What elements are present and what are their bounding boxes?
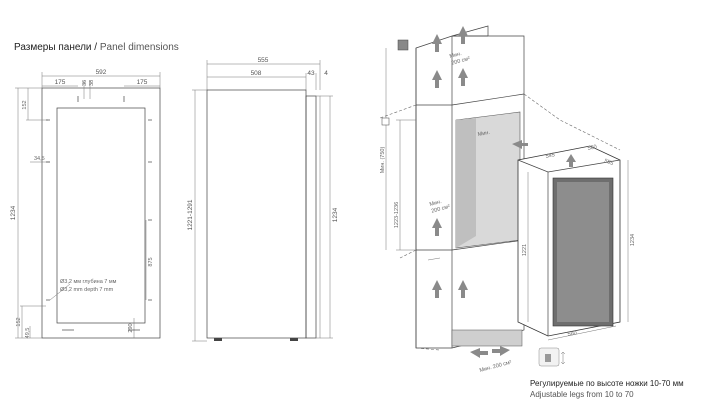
- dim-508: 508: [251, 70, 262, 77]
- niche-min-label: Мин.: [477, 130, 491, 138]
- dim-38: 38: [89, 80, 95, 86]
- legs-note-ru: Регулируемые по высоте ножки 10-70 мм: [530, 379, 684, 388]
- dim-36: 36: [82, 80, 88, 86]
- vent-grille-icon: [397, 39, 409, 51]
- dim-1234-front: 1234: [10, 205, 17, 220]
- min-area-mid: Мин.200 см²: [429, 197, 451, 215]
- dim-min-750: Мин. (750): [380, 147, 386, 174]
- dim-34-5: 34,5: [34, 156, 45, 162]
- dim-1234-side: 1234: [332, 207, 339, 222]
- dim-1221: 1221: [522, 244, 528, 256]
- dim-1234-install: 1234: [630, 234, 636, 246]
- title-en: Panel dimensions: [99, 42, 179, 53]
- hole-note-ru: Ø3,2 мм глубина 7 мм: [60, 279, 117, 285]
- dim-152-bottom: 152: [16, 317, 22, 326]
- dim-152-top: 152: [22, 100, 28, 109]
- min-area-top: Мин.200 см²: [449, 49, 471, 67]
- level-marker-icon: [381, 117, 390, 126]
- front-panel-outline: [41, 87, 161, 339]
- adjustable-legs-note: Регулируемые по высоте ножки 10-70 мм Ad…: [530, 378, 684, 400]
- airflow-arrows: [432, 26, 576, 358]
- dim-49-5: 49,5: [25, 328, 31, 339]
- installation-view: Мин.200 см² Мин.200 см² Мин. 200 см² Мин…: [379, 25, 636, 374]
- dim-290: 290: [128, 323, 134, 332]
- title-separator: /: [91, 42, 100, 53]
- panel-dimensions-title: Размеры панели / Panel dimensions: [14, 42, 179, 53]
- title-ru: Размеры панели: [14, 42, 92, 53]
- hole-note-en: Ø3,2 mm depth 7 mm: [60, 287, 114, 293]
- dim-555-side: 555: [258, 57, 269, 64]
- dim-1221-1291: 1221-1291: [187, 199, 194, 230]
- dim-875: 875: [148, 257, 154, 266]
- dim-175-left: 175: [55, 79, 66, 86]
- dim-560-bottom: 560: [567, 330, 577, 338]
- dim-4: 4: [324, 70, 328, 77]
- front-panel-view: 592 175 175 36 38 1234 152 34,5: [10, 69, 161, 339]
- dim-555-install: 555: [603, 158, 614, 167]
- dim-545: 545: [545, 152, 555, 160]
- side-cabinet-body: [206, 89, 307, 339]
- side-panel-view: 555 508 43 4 1221-1291 1234: [187, 57, 339, 342]
- min-area-bottom: Мин. 200 см²: [479, 360, 512, 374]
- dim-43: 43: [307, 70, 315, 77]
- front-panel-inner-frame: [56, 107, 146, 324]
- dim-1223-1236: 1223-1236: [394, 202, 400, 228]
- plinth: [451, 329, 523, 347]
- dim-175-right: 175: [137, 79, 148, 86]
- dim-560: 560: [587, 144, 597, 152]
- dim-592: 592: [96, 69, 107, 76]
- legs-note-en: Adjustable legs from 10 to 70: [530, 390, 634, 399]
- side-door-panel: [305, 95, 317, 339]
